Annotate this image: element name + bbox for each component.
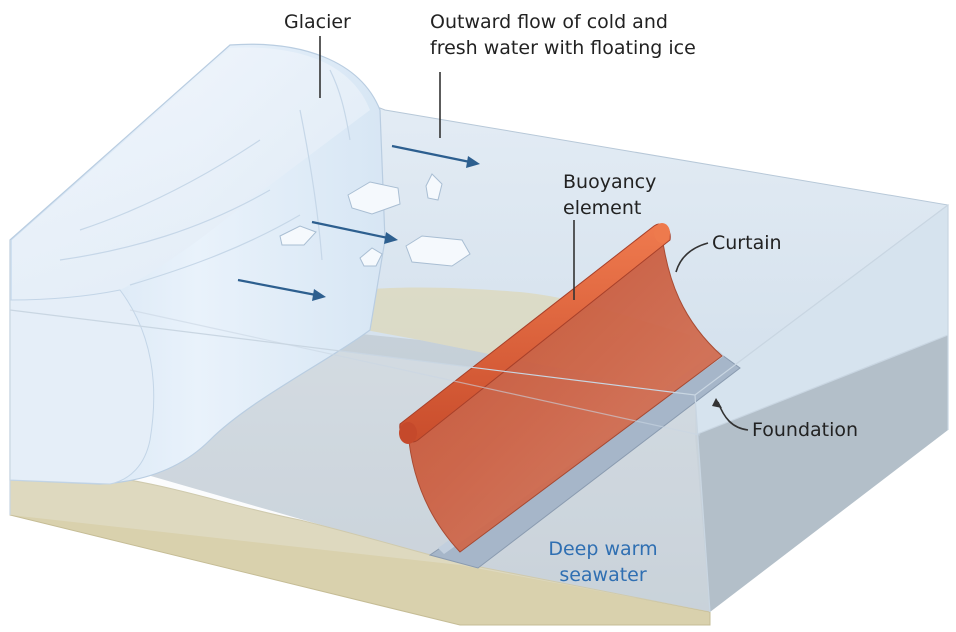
- curtain: [407, 235, 723, 553]
- surface-water-side: [695, 205, 948, 435]
- buoyancy-end-cap: [399, 422, 417, 444]
- ice-floe: [359, 247, 383, 267]
- foundation-label: Foundation: [752, 419, 859, 441]
- deep-water-label-line2: seawater: [559, 564, 647, 586]
- right-arrow-icon: [391, 144, 471, 164]
- ice-floe: [425, 173, 443, 201]
- glacier-label: Glacier: [284, 11, 351, 33]
- buoyancy-label-line1: Buoyancy: [563, 171, 657, 193]
- leader-curtain: [675, 242, 709, 273]
- glacier-ridges: [59, 69, 351, 286]
- ice-floe: [347, 181, 401, 215]
- right-arrow-icon: [466, 156, 480, 168]
- right-arrow-icon: [237, 278, 317, 297]
- right-arrow-icon: [384, 232, 398, 244]
- outflow-label-line2: fresh water with floating ice: [430, 37, 696, 59]
- buoyancy-end-cap: [654, 223, 670, 243]
- deep-water-label-line1: Deep warm: [548, 538, 658, 560]
- glacier-face: [9, 289, 155, 485]
- outflow-label-line1: Outward flow of cold and: [430, 11, 668, 33]
- glacier-top: [12, 47, 370, 300]
- ice-floe: [279, 225, 317, 246]
- right-arrow-icon: [312, 289, 326, 301]
- ice-floe: [405, 235, 471, 267]
- curtain-label: Curtain: [712, 232, 782, 254]
- box-edges: [9, 204, 949, 613]
- buoyancy-label-line2: element: [563, 197, 642, 219]
- deep-water-side: [695, 335, 948, 612]
- leader-arrowhead: [712, 398, 722, 408]
- flow-arrows: [237, 144, 480, 301]
- right-arrow-icon: [311, 220, 389, 240]
